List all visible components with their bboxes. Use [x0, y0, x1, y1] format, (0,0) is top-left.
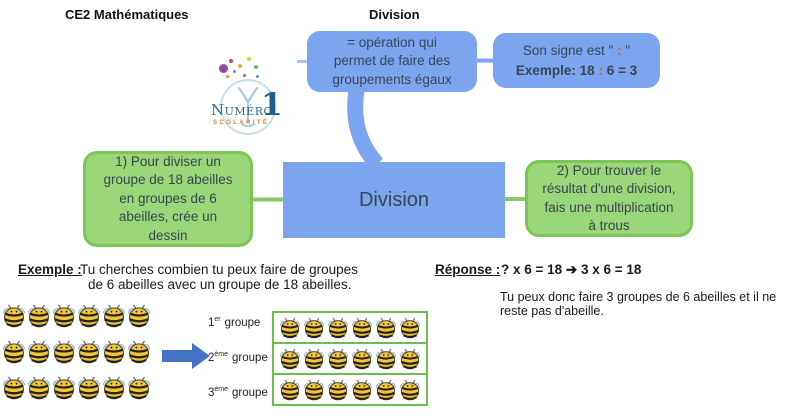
confetti-dot [229, 59, 233, 63]
step2-line: résultat d'une division, [542, 181, 676, 196]
bee-icon [3, 376, 25, 400]
example-text-line1: Tu cherches combien tu peux faire de gro… [80, 262, 358, 277]
bee-icon [304, 317, 324, 338]
page-title: Division [369, 7, 420, 22]
logo-subbrand-text: SCOLARITÉ [213, 120, 270, 126]
sign-node: Son signe est " : " Exemple: 18 : 6 = 3 [493, 33, 660, 88]
colon-sign: : [598, 62, 603, 78]
bee-icon [376, 317, 396, 338]
conclusion-line1: Tu peux donc faire 3 groupes de 6 abeill… [500, 290, 777, 304]
arrow-right-icon: ➔ [565, 262, 578, 277]
bee-icon [280, 317, 300, 338]
example-text-line2: de 6 abeilles avec un groupe de 18 abeil… [88, 277, 352, 292]
bee-icon [103, 340, 125, 364]
bee-icon [103, 376, 125, 400]
logo-brand-text: Numéro [211, 101, 273, 119]
numero1-scolarite-logo: Numéro 1 SCOLARITÉ [193, 56, 305, 142]
bee-icon [328, 379, 348, 400]
step1-line: 1) Pour diviser un [115, 153, 221, 169]
bee-icon [352, 317, 372, 338]
confetti-dot [256, 75, 259, 78]
confetti-dot [238, 64, 242, 68]
bee-grid-row [3, 340, 150, 364]
step1-node: 1) Pour diviser un groupe de 18 abeilles… [83, 151, 253, 247]
bee-icon [128, 304, 150, 328]
sign-example-line: Exemple: 18 : 6 = 3 [515, 62, 638, 78]
confetti-dot [247, 57, 251, 61]
bee-icon [128, 340, 150, 364]
bee-grid-row [3, 304, 150, 328]
step2-node: 2) Pour trouver le résultat d'une divisi… [525, 160, 693, 237]
bee-icon [352, 348, 372, 369]
definition-line: groupements égaux [332, 71, 452, 87]
bee-icon [376, 348, 396, 369]
center-node: Division [283, 162, 505, 238]
logo-figure [237, 86, 259, 127]
bee-icon [28, 304, 50, 328]
bee-icon [376, 379, 396, 400]
center-node-label: Division [358, 188, 430, 211]
step1-line: abeilles, crée un [118, 209, 218, 225]
step2-line: 2) Pour trouver le [556, 162, 662, 178]
definition-node: = opération qui permet de faire des grou… [307, 31, 477, 92]
bee-grid [3, 304, 150, 400]
bee-icon [28, 340, 50, 364]
bee-icon [280, 348, 300, 369]
confetti-dot [233, 70, 236, 73]
answer-label: Réponse : [435, 262, 501, 277]
bee-icon [53, 376, 75, 400]
confetti-dot [254, 65, 258, 69]
group-box-3 [272, 373, 428, 406]
bee-icon [78, 376, 100, 400]
bee-icon [352, 379, 372, 400]
bee-icon [304, 348, 324, 369]
logo-circle [220, 79, 276, 135]
connector-def-center [347, 86, 384, 170]
conclusion-line2: reste pas d'abeille. [500, 304, 604, 318]
bee-icon [304, 379, 324, 400]
bee-icon [78, 304, 100, 328]
bee-icon [3, 304, 25, 328]
confetti-dot [219, 64, 228, 73]
bee-icon [328, 348, 348, 369]
confetti-dot [226, 75, 229, 78]
answer-equation: ? x 6 = 18 ➔ 3 x 6 = 18 [501, 262, 642, 277]
group-box-1 [272, 311, 428, 344]
step2-line: à trous [588, 218, 630, 233]
bee-icon [128, 376, 150, 400]
sign-line: Son signe est " : " [522, 42, 631, 58]
bee-icon [103, 304, 125, 328]
course-title: CE2 Mathématiques [65, 7, 189, 22]
logo-one-text: 1 [261, 87, 283, 123]
bee-icon [78, 340, 100, 364]
example-label: Exemple : [18, 262, 82, 277]
colon-sign: : [617, 42, 622, 58]
step1-line: groupe de 18 abeilles [103, 172, 233, 188]
bee-grid-row [3, 376, 150, 400]
bee-icon [400, 379, 420, 400]
bee-icon [3, 340, 25, 364]
arrow-right-icon [162, 343, 210, 369]
bee-icon [400, 317, 420, 338]
step1-line: en groupes de 6 [119, 190, 217, 206]
step1-line: dessin [148, 227, 188, 243]
confetti-dot [243, 74, 246, 77]
group-boxes [272, 311, 428, 406]
group-box-2 [272, 342, 428, 375]
step2-line: fais une multiplication [544, 199, 674, 215]
definition-line: = opération qui [347, 34, 437, 50]
bee-icon [53, 304, 75, 328]
bee-icon [28, 376, 50, 400]
bee-icon [53, 340, 75, 364]
definition-line: permet de faire des [333, 53, 451, 69]
bee-icon [280, 379, 300, 400]
bee-icon [400, 348, 420, 369]
bee-icon [328, 317, 348, 338]
